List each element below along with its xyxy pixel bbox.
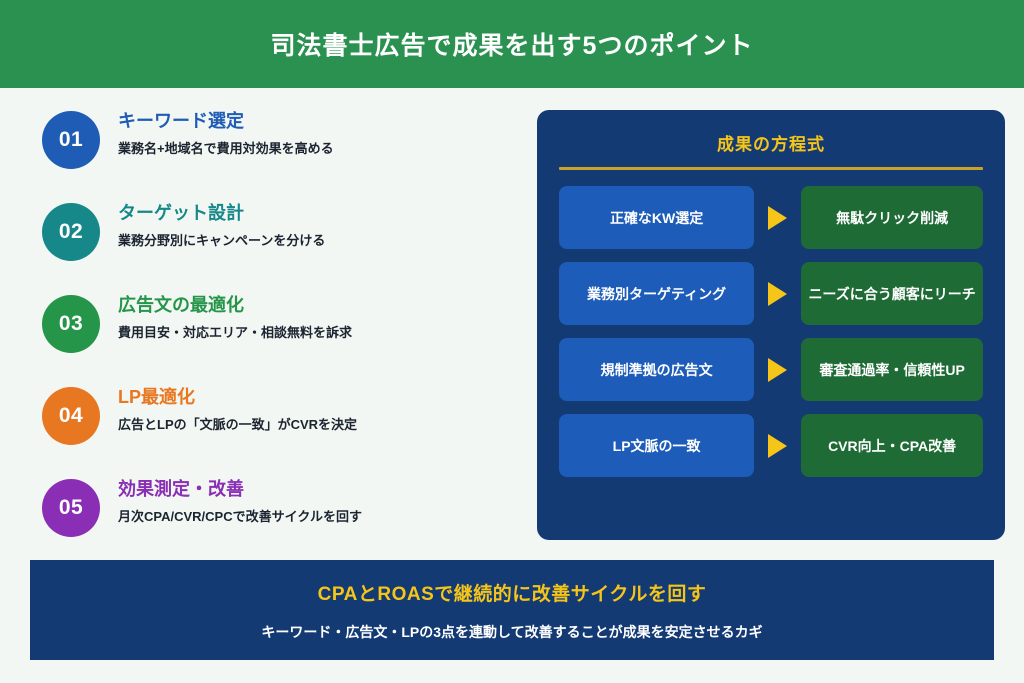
flow-effect-box: 無駄クリック削減	[801, 186, 983, 249]
point-title: 効果測定・改善	[118, 479, 244, 499]
flow-effect-box: 審査通過率・信頼性UP	[801, 338, 983, 401]
list-item: 05 効果測定・改善 月次CPA/CVR/CPCで改善サイクルを回す	[42, 476, 512, 568]
page-title: 司法書士広告で成果を出す5つのポイント	[270, 32, 754, 60]
summary-subtext: キーワード・広告文・LPの3点を連動して改善することが成果を安定させるカギ	[261, 623, 763, 640]
flow-cause-box: 業務別ターゲティング	[559, 262, 755, 325]
point-description: 業務分野別にキャンペーンを分ける	[118, 232, 326, 248]
flow-row: 業務別ターゲティング ニーズに合う顧客にリーチ	[559, 262, 983, 325]
point-number-badge: 01	[42, 111, 100, 169]
flow-row: 規制準拠の広告文 審査通過率・信頼性UP	[559, 338, 983, 401]
page-header: 司法書士広告で成果を出す5つのポイント	[0, 0, 1024, 88]
point-title: キーワード選定	[118, 111, 244, 131]
list-item: 04 LP最適化 広告とLPの「文脈の一致」がCVRを決定	[42, 384, 512, 476]
flow-cause-box: 規制準拠の広告文	[559, 338, 755, 401]
summary-headline: CPAとROASで継続的に改善サイクルを回す	[317, 583, 707, 605]
triangle-right-icon	[768, 433, 788, 458]
point-number-badge: 05	[42, 479, 100, 537]
flow-panel-divider	[559, 167, 983, 170]
list-item: 02 ターゲット設計 業務分野別にキャンペーンを分ける	[42, 200, 512, 292]
list-item: 03 広告文の最適化 費用目安・対応エリア・相談無料を訴求	[42, 292, 512, 384]
flow-cause-box: 正確なKW選定	[559, 186, 755, 249]
point-text-group: ターゲット設計 業務分野別にキャンペーンを分ける	[118, 200, 325, 249]
point-number-badge: 03	[42, 295, 100, 353]
point-description: 業務名+地域名で費用対効果を高める	[118, 140, 334, 156]
flow-row: 正確なKW選定 無駄クリック削減	[559, 186, 983, 249]
list-item: 01 キーワード選定 業務名+地域名で費用対効果を高める	[42, 108, 512, 200]
point-text-group: LP最適化 広告とLPの「文脈の一致」がCVRを決定	[118, 384, 357, 433]
point-description: 広告とLPの「文脈の一致」がCVRを決定	[118, 416, 358, 432]
flow-row: LP文脈の一致 CVR向上・CPA改善	[559, 414, 983, 477]
point-text-group: 効果測定・改善 月次CPA/CVR/CPCで改善サイクルを回す	[118, 476, 362, 525]
triangle-right-icon	[768, 281, 788, 306]
flow-panel-title: 成果の方程式	[717, 135, 825, 154]
point-title: LP最適化	[118, 387, 196, 407]
summary-banner: CPAとROASで継続的に改善サイクルを回す キーワード・広告文・LPの3点を連…	[30, 560, 994, 660]
point-description: 費用目安・対応エリア・相談無料を訴求	[118, 324, 353, 340]
triangle-right-icon	[768, 357, 788, 382]
point-number-badge: 04	[42, 387, 100, 445]
point-title: 広告文の最適化	[118, 295, 244, 315]
point-text-group: キーワード選定 業務名+地域名で費用対効果を高める	[118, 108, 334, 157]
triangle-right-icon	[768, 205, 788, 230]
point-number-badge: 02	[42, 203, 100, 261]
flow-cause-box: LP文脈の一致	[559, 414, 755, 477]
point-text-group: 広告文の最適化 費用目安・対応エリア・相談無料を訴求	[118, 292, 352, 341]
points-list: 01 キーワード選定 業務名+地域名で費用対効果を高める 02 ターゲット設計 …	[42, 108, 512, 568]
flow-panel: 成果の方程式 正確なKW選定 無駄クリック削減 業務別ターゲティング ニーズに合…	[537, 110, 1005, 540]
point-title: ターゲット設計	[118, 203, 244, 223]
point-description: 月次CPA/CVR/CPCで改善サイクルを回す	[118, 508, 362, 524]
flow-effect-box: ニーズに合う顧客にリーチ	[801, 262, 983, 325]
flow-effect-box: CVR向上・CPA改善	[801, 414, 983, 477]
